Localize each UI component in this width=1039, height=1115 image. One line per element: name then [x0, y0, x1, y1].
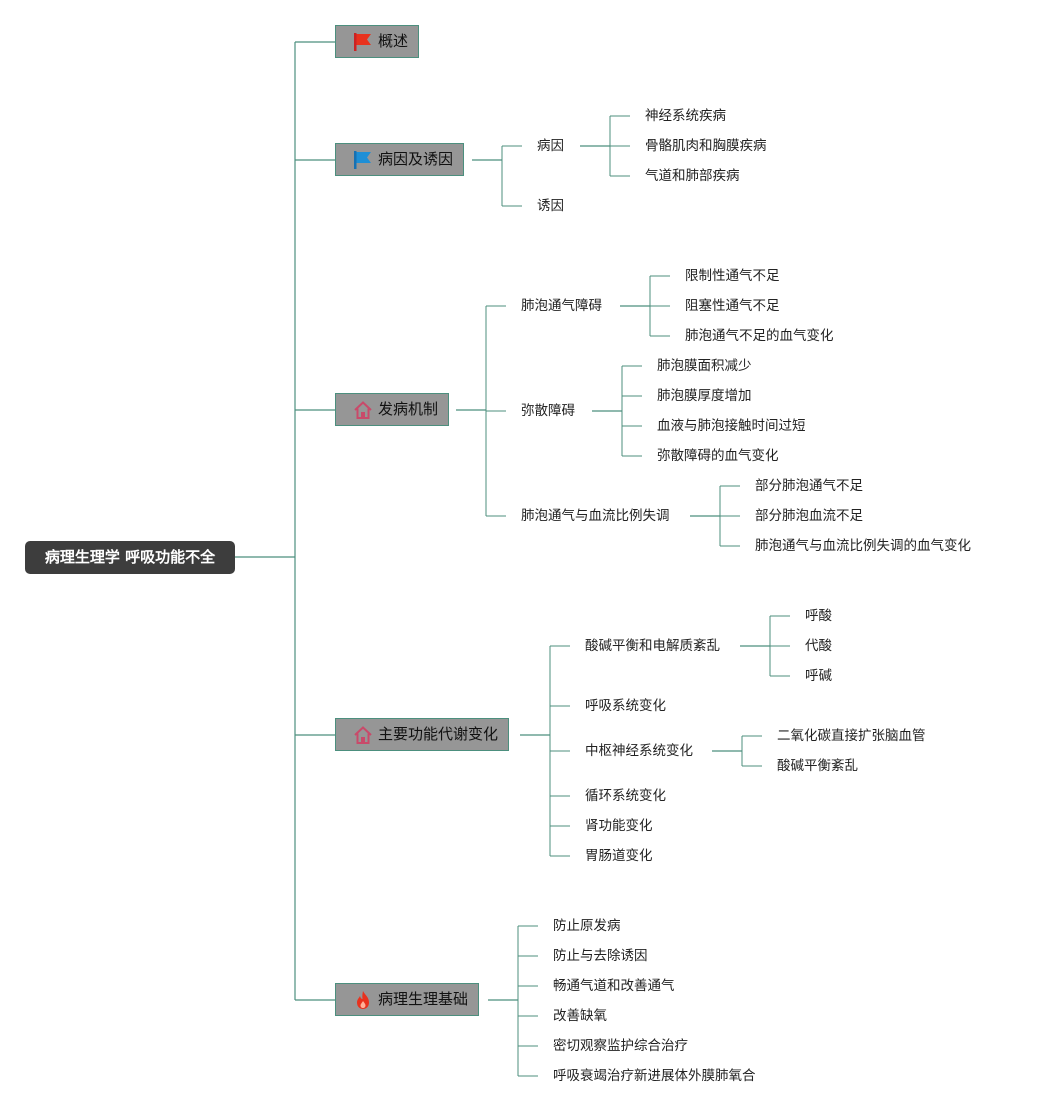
branch-label: 病因及诱因	[378, 150, 454, 168]
leaf-node[interactable]: 神经系统疾病	[645, 108, 726, 124]
leaf-node[interactable]: 畅通气道和改善通气	[553, 978, 675, 994]
leaf-node[interactable]: 肺泡膜厚度增加	[657, 388, 752, 404]
branch-label: 主要功能代谢变化	[378, 725, 499, 743]
leaf-node[interactable]: 肺泡通气与血流比例失调的血气变化	[755, 538, 971, 554]
leaf-node[interactable]: 代酸	[805, 638, 832, 654]
leaf-node[interactable]: 防止原发病	[553, 918, 621, 934]
topic-va-q-mismatch[interactable]: 肺泡通气与血流比例失调	[521, 508, 670, 524]
leaf-node[interactable]: 酸碱平衡紊乱	[777, 758, 858, 774]
topic-circulation-change[interactable]: 循环系统变化	[585, 788, 666, 804]
house-icon	[352, 724, 374, 746]
topic-respiratory-change[interactable]: 呼吸系统变化	[585, 698, 666, 714]
branch-label: 概述	[378, 32, 409, 50]
blue-flag-icon	[352, 149, 374, 171]
topic-diffusion-disorder[interactable]: 弥散障碍	[521, 403, 575, 419]
leaf-node[interactable]: 呼吸衰竭治疗新进展体外膜肺氧合	[553, 1068, 756, 1084]
house-icon	[352, 399, 374, 421]
fire-icon	[352, 989, 374, 1011]
leaf-node[interactable]: 肺泡通气不足的血气变化	[685, 328, 834, 344]
branch-pathophysiology-basis[interactable]: 病理生理基础	[335, 983, 480, 1016]
leaf-node[interactable]: 骨骼肌肉和胸膜疾病	[645, 138, 767, 154]
leaf-node[interactable]: 改善缺氧	[553, 1008, 607, 1024]
branch-mechanism[interactable]: 发病机制	[335, 393, 450, 426]
branch-label: 发病机制	[378, 400, 439, 418]
branch-function-changes[interactable]: 主要功能代谢变化	[335, 718, 510, 751]
leaf-node[interactable]: 呼酸	[805, 608, 832, 624]
leaf-node[interactable]: 弥散障碍的血气变化	[657, 448, 779, 464]
branch-causes[interactable]: 病因及诱因	[335, 143, 465, 176]
leaf-node[interactable]: 肺泡膜面积减少	[657, 358, 752, 374]
topic-renal-change[interactable]: 肾功能变化	[585, 818, 653, 834]
topic-cause[interactable]: 病因	[537, 138, 564, 154]
topic-ventilation-disorder[interactable]: 肺泡通气障碍	[521, 298, 602, 314]
leaf-node[interactable]: 血液与肺泡接触时间过短	[657, 418, 806, 434]
leaf-node[interactable]: 呼碱	[805, 668, 832, 684]
leaf-node[interactable]: 部分肺泡通气不足	[755, 478, 863, 494]
leaf-node[interactable]: 防止与去除诱因	[553, 948, 648, 964]
topic-cns-change[interactable]: 中枢神经系统变化	[585, 743, 693, 759]
red-flag-icon	[352, 31, 374, 53]
leaf-node[interactable]: 阻塞性通气不足	[685, 298, 780, 314]
leaf-node[interactable]: 密切观察监护综合治疗	[553, 1038, 688, 1054]
leaf-node[interactable]: 限制性通气不足	[685, 268, 780, 284]
root-topic[interactable]: 病理生理学 呼吸功能不全	[25, 541, 235, 574]
topic-gi-change[interactable]: 胃肠道变化	[585, 848, 653, 864]
topic-trigger[interactable]: 诱因	[537, 198, 564, 214]
branch-overview[interactable]: 概述	[335, 25, 420, 58]
leaf-node[interactable]: 气道和肺部疾病	[645, 168, 740, 184]
topic-acid-base[interactable]: 酸碱平衡和电解质紊乱	[585, 638, 720, 654]
branch-label: 病理生理基础	[378, 990, 469, 1008]
leaf-node[interactable]: 二氧化碳直接扩张脑血管	[777, 728, 926, 744]
leaf-node[interactable]: 部分肺泡血流不足	[755, 508, 863, 524]
